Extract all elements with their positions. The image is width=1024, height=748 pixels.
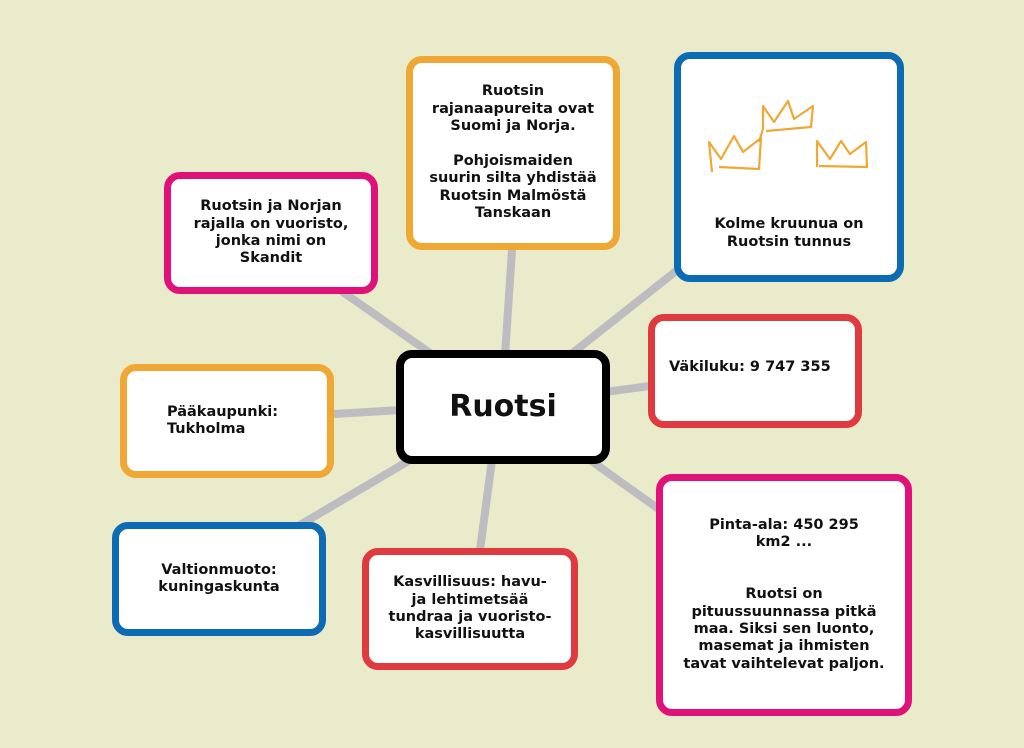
- node-text: Pääkaupunki: Tukholma: [167, 403, 278, 437]
- link-capital: [330, 406, 404, 418]
- link-government: [296, 456, 414, 529]
- node-government[interactable]: Valtionmuoto: kuningaskunta: [112, 522, 326, 636]
- node-text: Pinta-ala: 450 295 km2 ... Ruotsi on pit…: [683, 516, 885, 672]
- node-text: Kasvillisuus: havu- ja lehtimetsää tundr…: [388, 574, 552, 643]
- central-topic[interactable]: Ruotsi: [396, 350, 610, 464]
- link-crowns: [566, 256, 694, 359]
- link-vegetation: [476, 456, 496, 554]
- node-text: Ruotsin rajanaapureita ovat Suomi ja Nor…: [429, 83, 597, 222]
- node-vegetation[interactable]: Kasvillisuus: havu- ja lehtimetsää tundr…: [362, 548, 578, 670]
- node-text: Ruotsin ja Norjan rajalla on vuoristo, j…: [193, 198, 349, 267]
- node-text: Väkiluku: 9 747 355: [669, 359, 831, 376]
- node-crowns[interactable]: Kolme kruunua on Ruotsin tunnus: [674, 52, 904, 282]
- link-area: [586, 456, 664, 514]
- node-text: Kolme kruunua on Ruotsin tunnus: [714, 216, 864, 250]
- link-neighbours: [501, 246, 516, 359]
- node-mountains[interactable]: Ruotsin ja Norjan rajalla on vuoristo, j…: [164, 172, 378, 294]
- node-neighbours[interactable]: Ruotsin rajanaapureita ovat Suomi ja Nor…: [406, 56, 620, 250]
- three-crowns-icon: [707, 99, 869, 173]
- central-topic-text: Ruotsi: [449, 389, 557, 424]
- node-population[interactable]: Väkiluku: 9 747 355: [648, 314, 862, 428]
- link-mountains: [336, 286, 444, 364]
- node-text: Valtionmuoto: kuningaskunta: [158, 561, 280, 595]
- node-area[interactable]: Pinta-ala: 450 295 km2 ... Ruotsi on pit…: [656, 474, 912, 716]
- node-capital[interactable]: Pääkaupunki: Tukholma: [120, 364, 334, 478]
- link-population: [601, 382, 654, 396]
